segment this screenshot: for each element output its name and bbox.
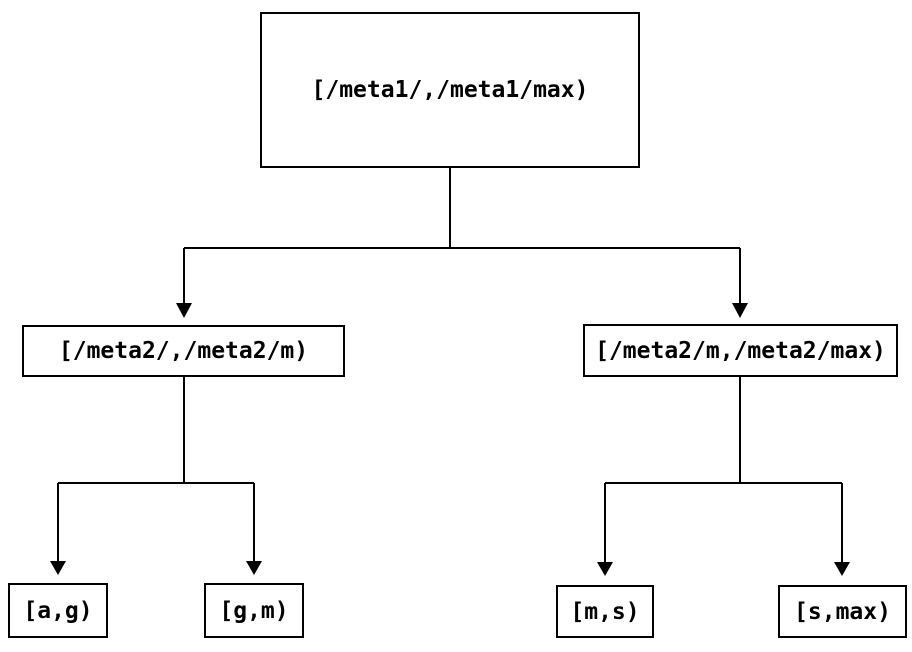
node-leaf-ms: [m,s): [556, 585, 654, 638]
node-label: [/meta1/,/meta1/max): [311, 77, 589, 103]
arrowhead-down-icon: [732, 303, 748, 318]
arrowhead-down-icon: [176, 303, 192, 318]
edge-right-to-leaves: [604, 377, 843, 563]
node-label: [/meta2/m,/meta2/max): [595, 337, 886, 364]
arrowhead-down-icon: [246, 561, 262, 575]
node-root-range: [/meta1/,/meta1/max): [260, 12, 640, 168]
node-mid-left-range: [/meta2/,/meta2/m): [22, 325, 345, 377]
node-label: [s,max): [794, 598, 891, 625]
node-leaf-gm: [g,m): [204, 583, 304, 638]
node-label: [a,g): [23, 597, 93, 624]
node-label: [m,s): [570, 598, 640, 625]
edge-left-to-leaves: [57, 377, 255, 562]
node-leaf-smax: [s,max): [778, 585, 907, 638]
node-mid-right-range: [/meta2/m,/meta2/max): [583, 324, 898, 377]
node-label: [/meta2/,/meta2/m): [58, 338, 309, 364]
node-leaf-ag: [a,g): [8, 583, 108, 638]
edge-root-to-children: [183, 168, 741, 304]
arrowhead-down-icon: [50, 561, 66, 575]
arrowhead-down-icon: [834, 562, 850, 576]
node-label: [g,m): [219, 597, 289, 624]
arrowhead-down-icon: [597, 562, 613, 576]
